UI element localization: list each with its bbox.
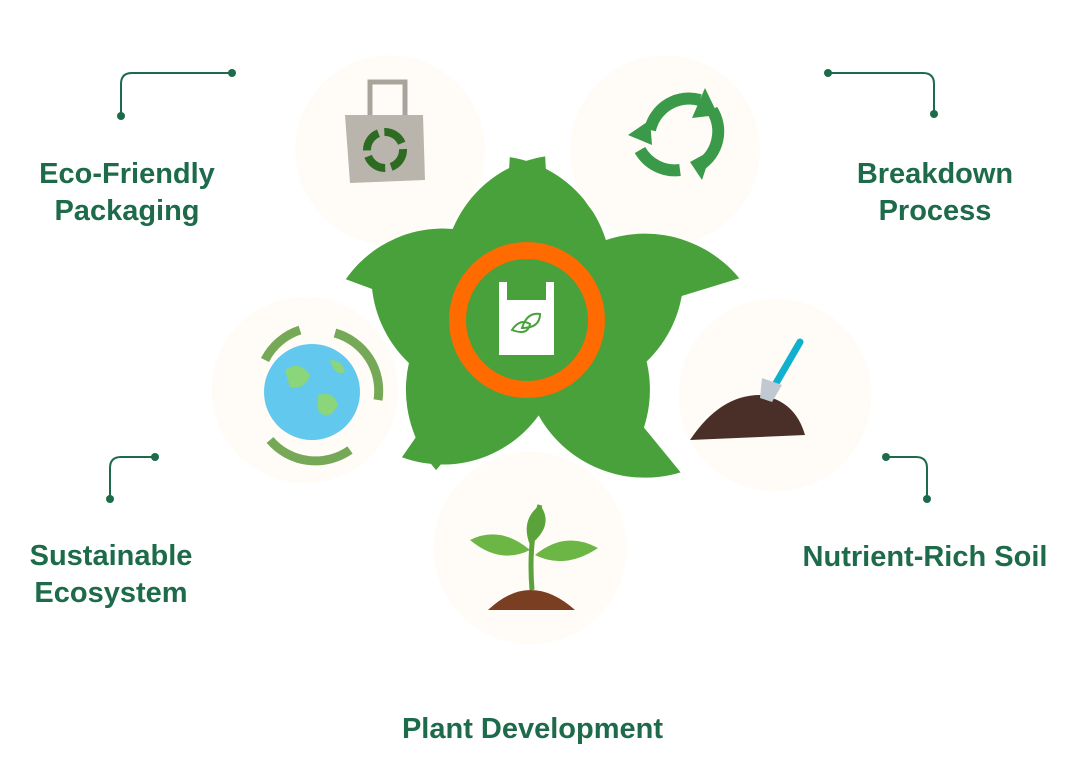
label-plant-line1: Plant Development <box>401 713 664 745</box>
label-breakdown: Breakdown Process <box>820 156 1050 230</box>
connector-packaging <box>120 72 232 115</box>
connector-lines <box>109 72 935 498</box>
label-packaging-line1: Eco-Friendly <box>39 158 215 190</box>
soil-trowel-icon <box>690 338 805 440</box>
label-packaging: Eco-Friendly Packaging <box>12 156 242 230</box>
recycle-arrowheads <box>628 88 718 180</box>
connector-soil <box>886 456 928 498</box>
label-ecosystem-line2: Ecosystem <box>34 577 188 609</box>
label-ecosystem-line1: Sustainable <box>29 540 193 572</box>
label-soil: Nutrient-Rich Soil <box>785 539 1065 576</box>
petal-inner-breakdown <box>570 55 760 245</box>
globe-cycle-icon <box>260 325 384 466</box>
label-soil-line1: Nutrient-Rich Soil <box>802 541 1048 573</box>
connector-breakdown <box>828 72 935 113</box>
label-breakdown-line2: Process <box>878 195 992 227</box>
hub <box>449 242 605 398</box>
label-plant: Plant Development <box>380 711 685 748</box>
connector-ecosystem <box>109 456 155 498</box>
tote-bag-recycle-icon <box>345 79 425 183</box>
label-breakdown-line1: Breakdown <box>856 158 1014 190</box>
sprout-icon <box>470 504 598 610</box>
label-ecosystem: Sustainable Ecosystem <box>0 538 222 612</box>
label-packaging-line2: Packaging <box>54 195 200 227</box>
plastic-bag-leaf-icon <box>499 282 554 355</box>
